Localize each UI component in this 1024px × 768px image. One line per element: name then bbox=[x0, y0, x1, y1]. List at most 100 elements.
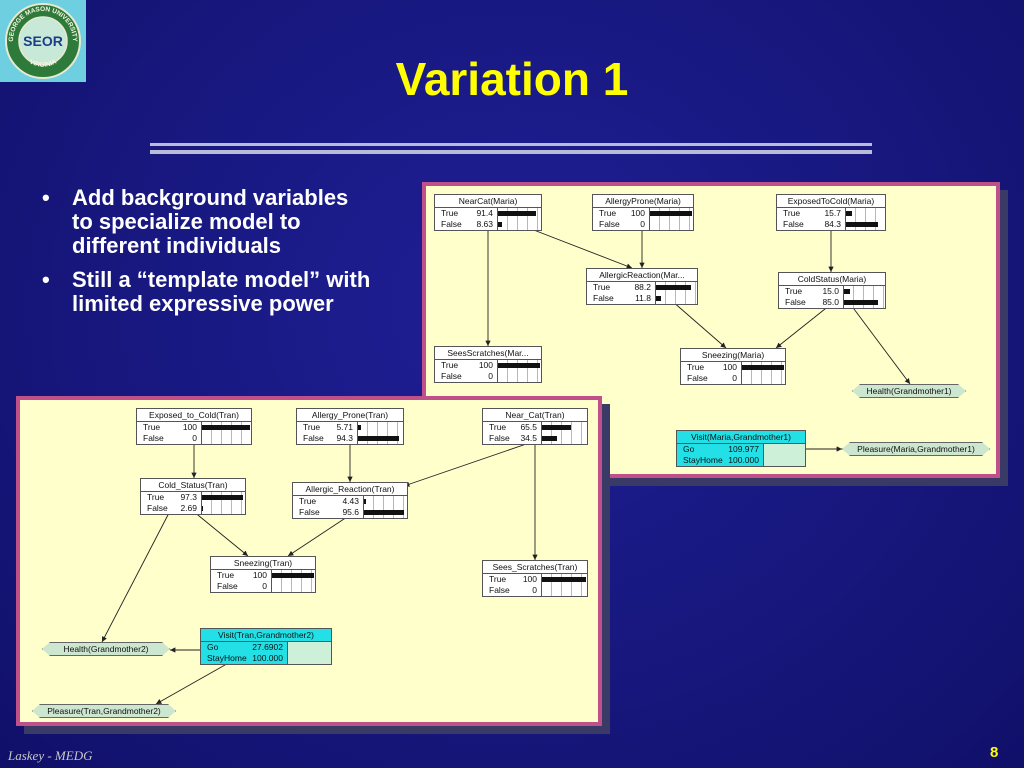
bn-state-label: True bbox=[147, 492, 165, 502]
bn-state-bar bbox=[656, 285, 691, 290]
bn-state-label: False bbox=[785, 297, 806, 307]
bn-state-value: 34.5 bbox=[520, 433, 537, 443]
bn-node-title: Allergy_Prone(Tran) bbox=[297, 409, 403, 422]
bn-node-title: Allergic_Reaction(Tran) bbox=[293, 483, 407, 496]
bn-state-bar-track bbox=[741, 362, 785, 373]
bn-node-title: AllergyProne(Maria) bbox=[593, 195, 693, 208]
decision-node-title: Visit(Tran,Grandmother2) bbox=[201, 629, 331, 642]
bn-node-title: Sneezing(Tran) bbox=[211, 557, 315, 570]
bn-state-value: 0 bbox=[532, 585, 537, 595]
bn-state-bar bbox=[364, 510, 404, 515]
utility-node[interactable]: Pleasure(Tran,Grandmother2) bbox=[32, 704, 176, 718]
network-edge bbox=[287, 514, 351, 557]
bn-state-bar bbox=[202, 506, 203, 511]
bn-node-title: Sees_Scratches(Tran) bbox=[483, 561, 587, 574]
bn-state-bar-track bbox=[541, 422, 587, 433]
bn-state-bar bbox=[742, 365, 784, 370]
bn-state-bar bbox=[358, 436, 399, 441]
bn-state-bar bbox=[272, 573, 314, 578]
network-edge bbox=[192, 510, 249, 557]
bn-state-bar bbox=[846, 222, 878, 227]
bn-node-title: AllergicReaction(Mar... bbox=[587, 269, 697, 282]
decision-option-bar-track bbox=[763, 444, 805, 455]
bullet-glyph: • bbox=[42, 185, 50, 210]
bullet-list: •Add background variables to specialize … bbox=[42, 186, 372, 326]
bullet-text: Still a “template model” with limited ex… bbox=[72, 267, 371, 316]
bn-state-bar-track bbox=[271, 581, 315, 592]
utility-node[interactable]: Health(Grandmother1) bbox=[852, 384, 966, 398]
bn-state-label: False bbox=[593, 293, 614, 303]
bn-state-bar bbox=[650, 211, 692, 216]
bn-state-label: False bbox=[489, 585, 510, 595]
bn-state-label: False bbox=[441, 371, 462, 381]
footer-author: Laskey - MEDG bbox=[8, 748, 93, 763]
bn-state-label: False bbox=[441, 219, 462, 229]
network-links bbox=[101, 440, 538, 705]
bn-state-bar bbox=[202, 425, 250, 430]
bn-state-value: 11.8 bbox=[635, 293, 651, 303]
bn-state-bar-track bbox=[649, 219, 693, 230]
bn-state-row: False 34.5 bbox=[483, 433, 587, 444]
seor-seal: GEORGE MASON UNIVERSITY VIRGINIA SEOR bbox=[5, 3, 81, 79]
decision-option-label: StayHome bbox=[683, 455, 723, 465]
svg-text:SEOR: SEOR bbox=[23, 33, 63, 49]
bn-state-value: 8.63 bbox=[476, 219, 493, 229]
bn-state-value: 0 bbox=[192, 433, 197, 443]
bn-state-value: 84.3 bbox=[824, 219, 841, 229]
title-divider-top bbox=[150, 143, 872, 146]
bn-state-label: False bbox=[489, 433, 510, 443]
bn-state-value: 97.3 bbox=[180, 492, 197, 502]
bn-state-bar-track bbox=[541, 574, 587, 585]
decision-option-value: 27.6902 bbox=[252, 642, 283, 652]
bn-state-bar-track bbox=[201, 503, 245, 514]
bullet-item: •Still a “template model” with limited e… bbox=[42, 268, 372, 316]
decision-option-label: Go bbox=[683, 444, 695, 454]
bn-state-bar bbox=[844, 300, 878, 305]
bn-state-label: True bbox=[441, 360, 459, 370]
utility-node[interactable]: Pleasure(Maria,Grandmother1) bbox=[842, 442, 990, 456]
bn-state-bar bbox=[498, 363, 540, 368]
utility-node[interactable]: Health(Grandmother2) bbox=[42, 642, 170, 656]
network-edge bbox=[671, 300, 727, 349]
bn-node-title: NearCat(Maria) bbox=[435, 195, 541, 208]
network-edge bbox=[525, 226, 633, 269]
bn-state-bar-track bbox=[649, 208, 693, 219]
bn-state-value: 15.0 bbox=[822, 286, 839, 296]
bn-state-value: 94.3 bbox=[336, 433, 353, 443]
bn-state-value: 0 bbox=[262, 581, 267, 591]
decision-option-bar-track bbox=[287, 642, 331, 653]
bn-state-bar-track bbox=[497, 208, 541, 219]
bn-node-title: ExposedToCold(Maria) bbox=[777, 195, 885, 208]
svg-text:VIRGINIA: VIRGINIA bbox=[28, 58, 58, 68]
